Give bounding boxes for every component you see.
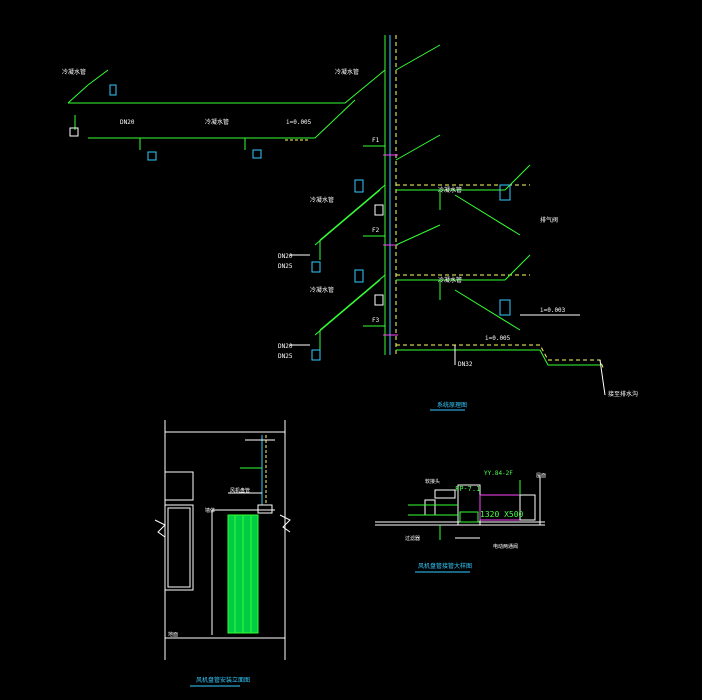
label-f2: F2 [372,227,380,234]
left-branches [290,179,386,361]
label-unit-model: YY.84-2F [484,470,513,477]
label-f1: F1 [372,137,380,144]
label-unit-body: 风机盘管 [230,487,250,494]
window-upper [164,471,194,501]
label-roof: 屋面 [536,473,546,479]
label-slope3: i=0.005 [485,335,511,342]
label-cond-pipe-2: 冷凝水管 [205,118,229,126]
system-labels: 冷凝水管 冷凝水管 i=0.005 DN20 冷凝水管 冷凝水管 冷凝水管 冷凝… [62,68,638,411]
label-f3: F3 [372,317,380,324]
right-branches [395,44,531,331]
label-air-outlet: 排气阀 [540,216,558,224]
upper-left-branch [67,69,386,161]
label-cond-pipe-7: 冷凝水管 [438,276,462,284]
window-lower [164,504,194,591]
label-valve: 电动两通阀 [493,543,518,550]
label-dn25-b: DN25 [278,263,293,270]
label-cond-pipe-5: 冷凝水管 [310,286,334,294]
title-system-diagram: 系统原理图 [437,401,467,409]
title-unit-section: 风机盘管接管大样图 [418,562,472,570]
label-unit-code: FP-7.1 [455,485,480,493]
system-diagram: 冷凝水管 冷凝水管 i=0.005 DN20 冷凝水管 冷凝水管 冷凝水管 冷凝… [62,35,638,411]
label-dn32: DN32 [458,361,473,368]
label-soft-joint: 软接头 [425,478,440,485]
title-elevation: 风机盘管安装立面图 [196,676,250,684]
label-cond-pipe-4: 冷凝水管 [310,196,334,204]
label-slope: i=0.005 [286,119,312,126]
label-floor: 地面 [168,631,178,638]
label-dn20-c: DN20 [278,343,293,350]
label-dn20-a: DN20 [120,119,135,126]
label-dn20-b: DN20 [278,253,293,260]
label-drain-to: 接至排水沟 [608,390,638,398]
label-filter: 过滤器 [405,535,420,542]
label-slope2: i=0.003 [540,307,566,314]
unit-detail-drawing: FP-7.1 YY.84-2F 1320 X500 软接头 过滤器 电动两通阀 … [375,470,546,573]
main-riser [363,35,398,355]
label-dn25-c: DN25 [278,353,293,360]
elevation-drawing: 风机盘管 墙体 地面 风机盘管安装立面图 [154,420,291,687]
label-cond-pipe-1: 冷凝水管 [62,68,86,76]
label-unit-size: 1320 X500 [480,510,524,519]
label-cond-pipe-6: 冷凝水管 [438,186,462,194]
bottom-return [396,314,606,396]
label-cond-pipe-3: 冷凝水管 [335,68,359,76]
label-wall: 墙体 [205,507,215,514]
